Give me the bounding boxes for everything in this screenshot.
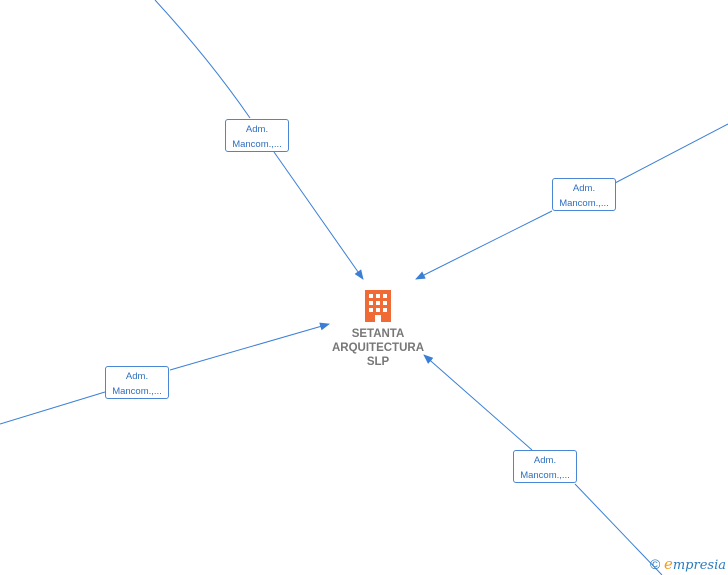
relation-label[interactable]: Adm. Mancom.,... [513,450,577,483]
brand-name: mpresia [672,558,726,573]
edge-line-bottom-right [574,483,663,575]
brand-initial: e [663,555,673,573]
edge-arrow-bottom-right [423,354,533,451]
relation-detail: Mancom.,... [112,386,162,397]
relation-role: Adm. [245,124,269,135]
relation-detail: Mancom.,... [232,139,282,150]
edge-line-right [614,123,728,184]
relation-role: Adm. [125,371,149,382]
brand-logo: © empresia [650,555,726,573]
edge-line-top-left [154,0,251,119]
edge-arrow-right [415,210,553,280]
edge-arrow-left [169,322,330,371]
relation-detail: Mancom.,... [520,470,570,481]
relation-label[interactable]: Adm. Mancom.,... [105,366,169,399]
relation-label[interactable]: Adm. Mancom.,... [552,178,616,211]
building-icon[interactable] [364,289,392,323]
company-name-line: ARQUITECTURA [332,342,424,354]
relation-detail: Mancom.,... [559,198,609,209]
edge-arrow-top-left [273,151,364,280]
edge-line-left [0,391,106,425]
relation-role: Adm. [572,183,596,194]
company-name-line: SLP [366,356,390,368]
relation-role: Adm. [533,455,557,466]
company-name[interactable]: SETANTA ARQUITECTURA SLP [318,327,438,369]
company-name-line: SETANTA [351,328,405,340]
relation-label[interactable]: Adm. Mancom.,... [225,119,289,152]
copyright-symbol: © [650,556,661,572]
